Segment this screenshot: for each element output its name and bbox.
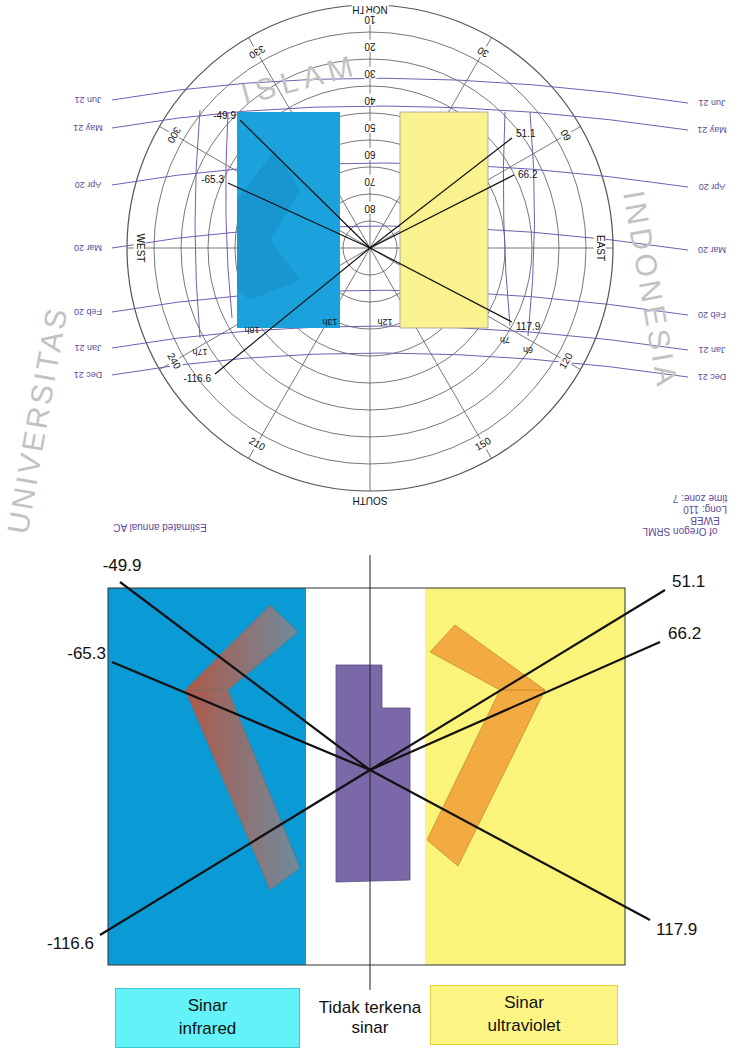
chart-stroke xyxy=(120,582,370,770)
angle-label: 117.9 xyxy=(516,321,540,333)
infrared-zone xyxy=(237,112,340,328)
chart-note: Estimated annual AC xyxy=(113,521,206,533)
altitude-number: 40 xyxy=(363,94,376,106)
angle-label: 51.1 xyxy=(672,572,705,592)
shade-region xyxy=(306,588,425,965)
zone-label: Tidak terkena sinar xyxy=(310,998,430,1037)
altitude-number: 20 xyxy=(363,40,376,52)
angle-label: 66.2 xyxy=(668,624,701,644)
compass-label: WEST xyxy=(134,233,146,264)
altitude-number: 70 xyxy=(363,175,376,187)
altitude-number: 60 xyxy=(363,148,376,160)
north-axis xyxy=(370,555,371,990)
compass-label: EAST xyxy=(594,234,606,262)
date-label: Apr 20 xyxy=(699,182,726,192)
hour-path xyxy=(528,112,535,336)
date-label: Feb 20 xyxy=(698,310,726,320)
date-path xyxy=(112,326,688,350)
hour-label: 17h xyxy=(192,347,207,357)
angle-label: -116.6 xyxy=(47,934,94,954)
altitude-number: 10 xyxy=(363,13,376,25)
ultraviolet-shield xyxy=(427,625,545,866)
legend-text: Sinar ultraviolet xyxy=(474,992,574,1038)
chart-stroke xyxy=(370,138,512,248)
altitude-rings xyxy=(127,5,613,491)
shield-joint xyxy=(185,690,228,691)
chart-note: of Oregon SRML xyxy=(642,525,717,537)
date-label: Mar 20 xyxy=(74,243,102,253)
shield-joint xyxy=(500,690,545,691)
hour-path xyxy=(226,112,232,318)
altitude-number: 50 xyxy=(363,121,376,133)
date-label: May 21 xyxy=(697,125,727,135)
chart-stroke xyxy=(370,590,665,770)
chart-stroke xyxy=(112,662,370,770)
hour-label: 6h xyxy=(523,345,533,355)
compass-label: SOUTH xyxy=(353,494,388,506)
date-label: Dec 21 xyxy=(698,372,727,382)
angle-label: 51.1 xyxy=(516,128,535,140)
hour-label: 12h xyxy=(377,317,392,327)
watermark: INDONESIA xyxy=(616,188,685,392)
chart-stroke xyxy=(240,120,370,248)
legend-text: Sinar infrared xyxy=(158,995,258,1041)
date-label: May 21 xyxy=(73,123,103,133)
hour-path xyxy=(195,110,200,338)
azimuth-line xyxy=(370,248,371,491)
altitude-number: 30 xyxy=(363,67,376,79)
hour-label: 7h xyxy=(500,335,510,345)
chart-note: EWEB xyxy=(690,514,719,526)
altitude-ring xyxy=(127,5,613,491)
angle-lines xyxy=(100,582,665,935)
hour-label: 13h xyxy=(322,317,337,327)
legend-box: Sinar infrared xyxy=(115,988,300,1048)
azimuth-lines xyxy=(127,5,613,491)
angle-label: 117.9 xyxy=(656,920,697,940)
angle-label: -49.9 xyxy=(213,110,236,122)
date-label: Jun 21 xyxy=(698,98,725,108)
chart-stroke xyxy=(370,770,650,920)
angle-label: -49.9 xyxy=(103,556,142,576)
watermark-shape xyxy=(237,150,300,300)
date-label: Jan 21 xyxy=(74,343,101,353)
sun-path-chart xyxy=(112,5,688,491)
date-label: Dec 21 xyxy=(74,370,103,380)
date-label: Jan 21 xyxy=(698,345,725,355)
azimuth-number: 60 xyxy=(557,126,574,143)
date-label: Apr 20 xyxy=(75,180,102,190)
ultraviolet-region xyxy=(425,588,625,965)
angle-label: 66.2 xyxy=(518,169,537,181)
shading-plan xyxy=(100,555,665,990)
date-label: Jun 21 xyxy=(74,95,101,105)
chart-stroke xyxy=(370,642,660,770)
chart-note: time zone: 7 xyxy=(673,492,727,504)
ultraviolet-zone xyxy=(400,112,488,328)
angle-label: -65.3 xyxy=(67,644,106,664)
building-plan xyxy=(336,665,410,882)
hour-label: 18h xyxy=(244,325,259,335)
date-paths xyxy=(112,78,688,377)
legend-box: Sinar ultraviolet xyxy=(430,985,618,1045)
chart-stroke xyxy=(215,248,370,374)
chart-stroke xyxy=(370,248,512,322)
chart-stroke xyxy=(100,770,370,935)
infrared-region xyxy=(108,588,306,965)
altitude-number: 80 xyxy=(363,202,376,214)
chart-stroke xyxy=(228,183,370,248)
date-label: Feb 20 xyxy=(74,307,102,317)
angle-lines xyxy=(215,120,514,374)
plan-frame xyxy=(108,588,625,965)
watermark: UNIVERSITAS xyxy=(1,303,75,536)
angle-label: -65.3 xyxy=(201,174,224,186)
date-path xyxy=(112,78,688,103)
chart-stroke xyxy=(370,175,514,248)
chart-note: Long: 110 xyxy=(683,503,727,515)
azimuth-number: 30 xyxy=(474,44,491,61)
angle-label: -116.6 xyxy=(183,373,211,385)
date-label: Mar 20 xyxy=(698,245,726,255)
